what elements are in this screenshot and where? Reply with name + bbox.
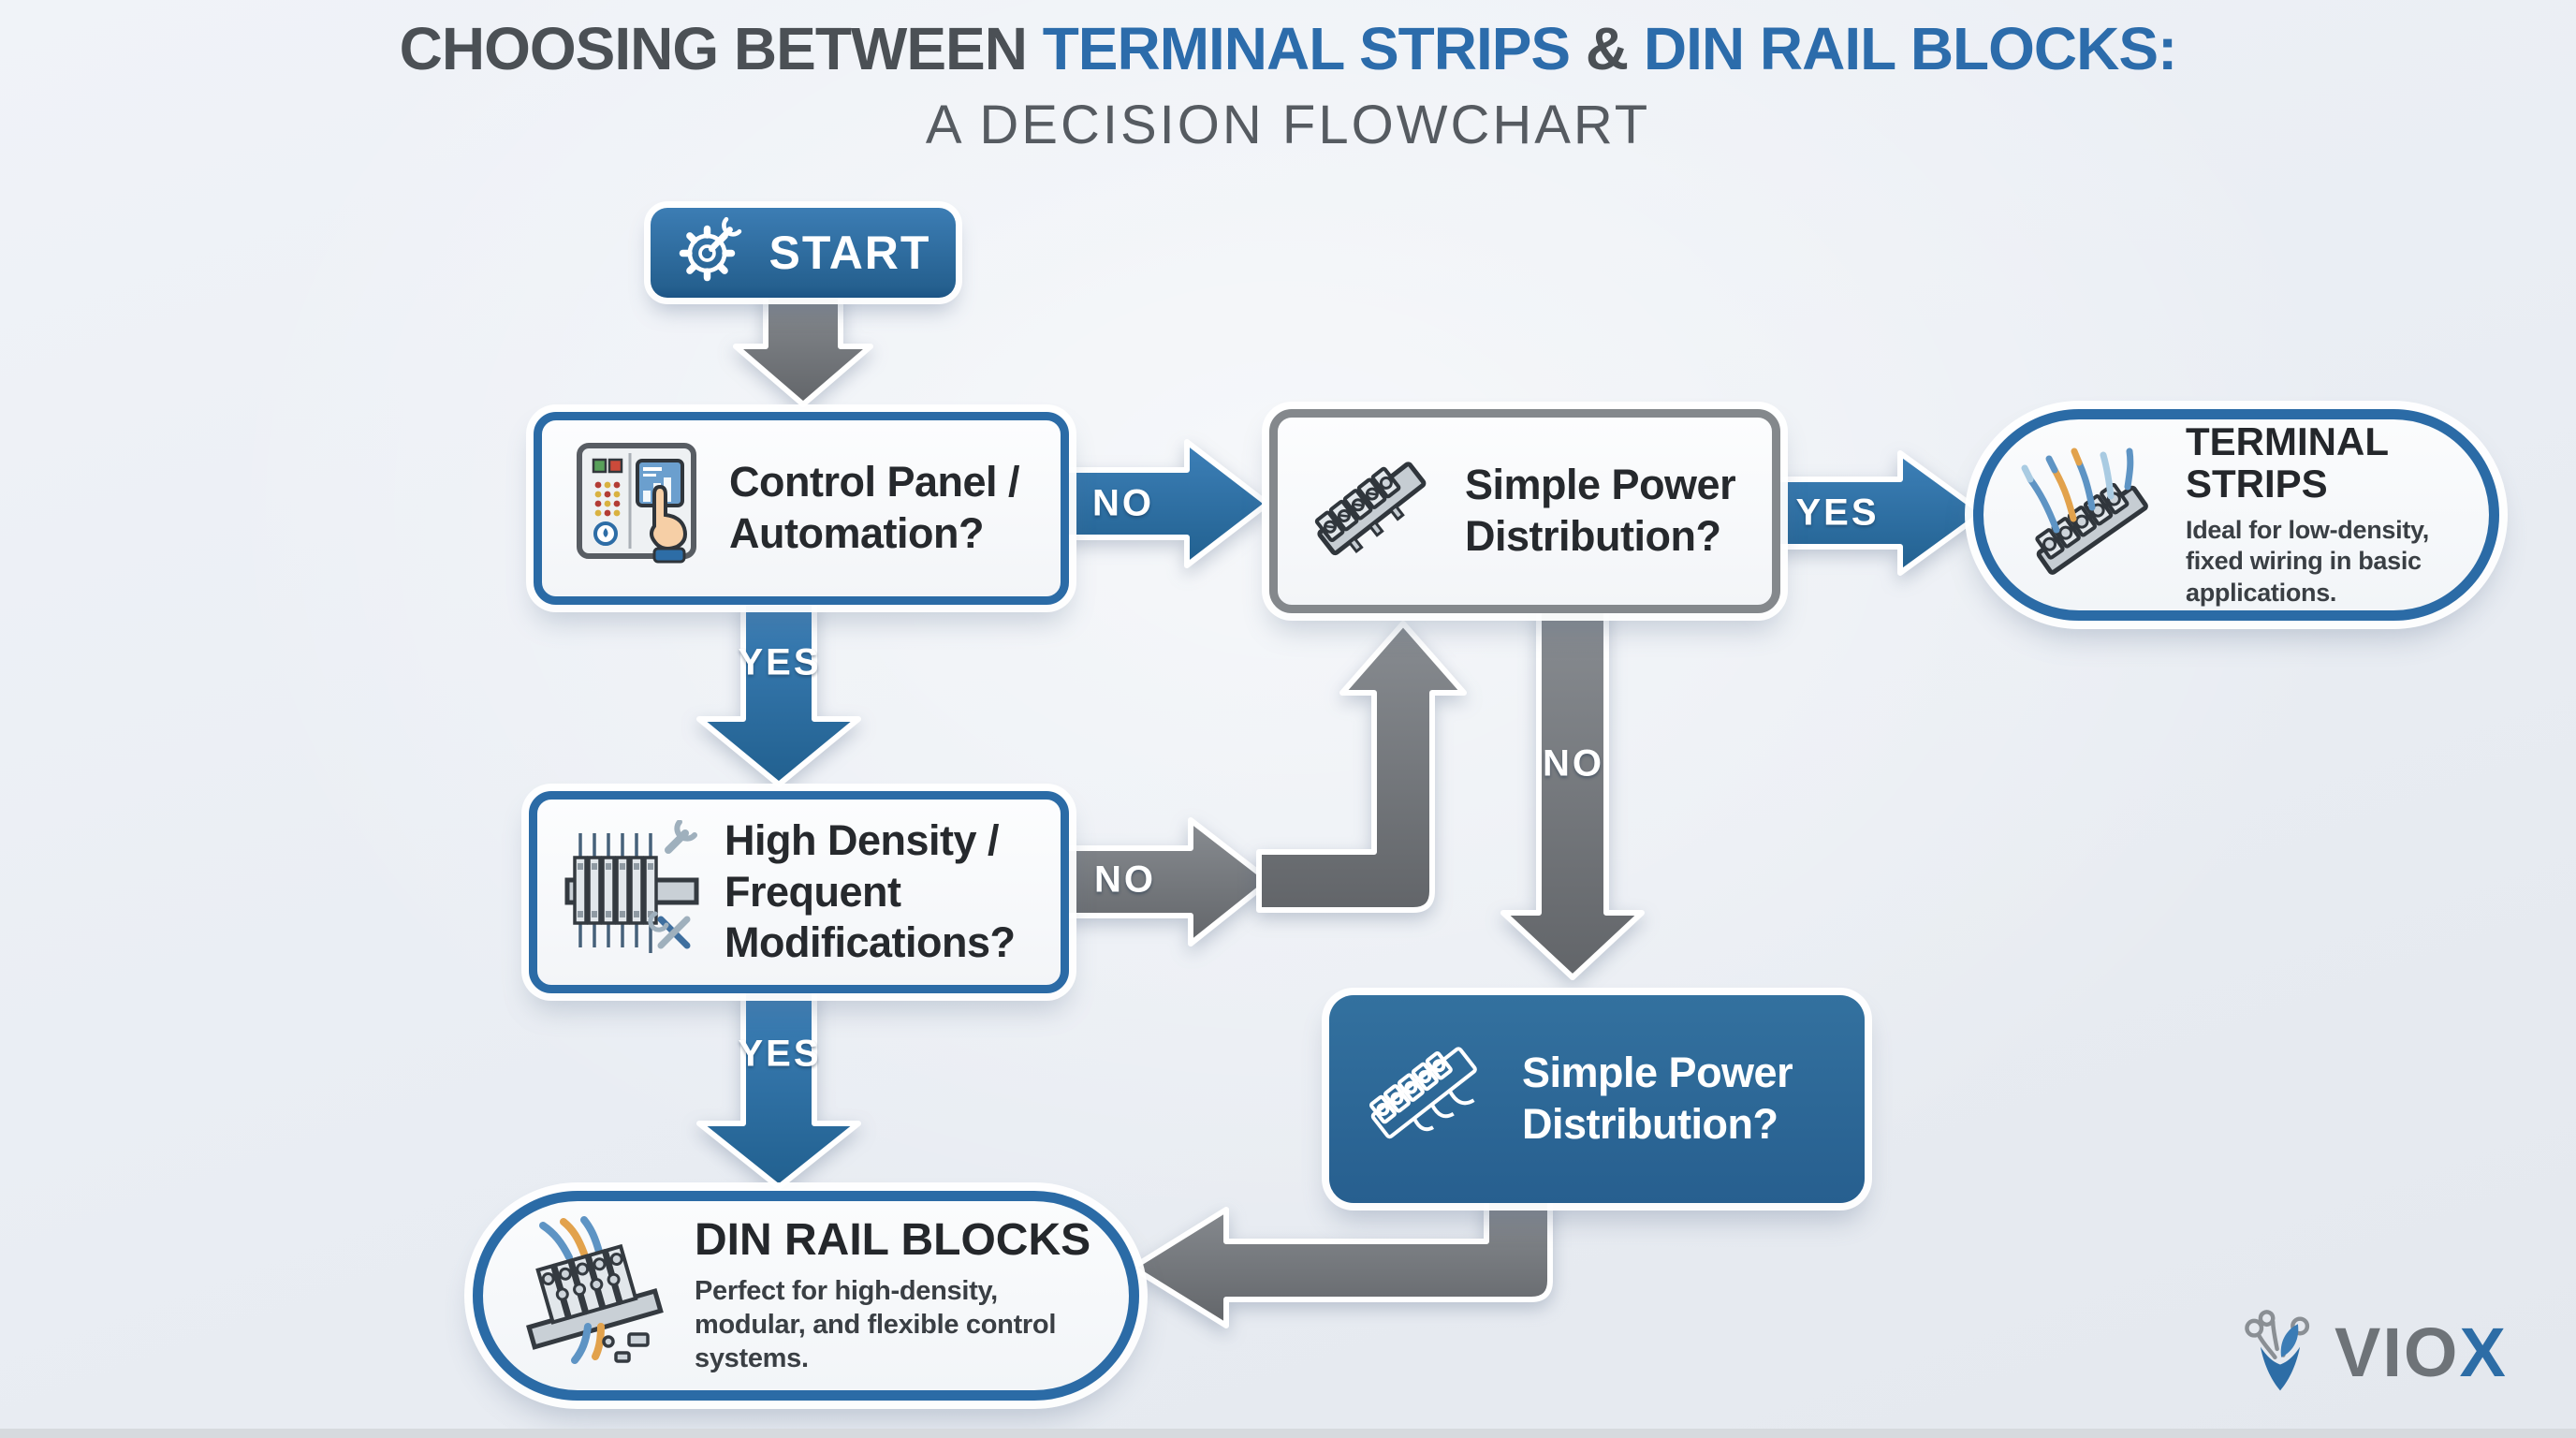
din-rail-wrench-icon xyxy=(562,818,702,965)
decision-simple-power: Simple Power Distribution? xyxy=(1269,409,1780,613)
page-subtitle: A DECISION FLOWCHART xyxy=(925,95,1651,155)
result-terminal-strips: TERMINAL STRIPS Ideal for low-density, f… xyxy=(1973,409,2499,621)
din-rail-blocks-icon xyxy=(515,1214,674,1378)
result-desc: Ideal for low-density, fixed wiring in b… xyxy=(2186,515,2429,608)
decision-label: Simple Power Distribution? xyxy=(1465,461,1736,560)
arrow-no-control-to-simplepower xyxy=(1059,439,1270,568)
terminal-strip-icon xyxy=(1302,439,1442,584)
terminal-strips-wires-icon xyxy=(2015,438,2165,593)
control-panel-icon xyxy=(566,436,707,581)
viox-logo: VIOX xyxy=(2233,1303,2508,1401)
decision-label: Control Panel / Automation? xyxy=(729,458,1020,557)
arrow-yes-simplepower-to-terminalstrips xyxy=(1772,450,1985,576)
viox-logo-icon xyxy=(2233,1303,2327,1401)
decision-label: High Density / Frequent Modifications? xyxy=(724,815,1016,967)
result-title: TERMINAL STRIPS xyxy=(2186,419,2389,506)
logo-text-blue: X xyxy=(2459,1313,2508,1391)
start-label: START xyxy=(768,227,931,279)
arrow-yes-control-to-highdensity xyxy=(696,598,861,787)
title-segment: CHOOSING BETWEEN xyxy=(399,15,1043,82)
decision-control-panel: Control Panel / Automation? xyxy=(534,412,1069,605)
arrow-start-down xyxy=(733,287,873,407)
page-title: CHOOSING BETWEEN TERMINAL STRIPS & DIN R… xyxy=(0,19,2576,79)
logo-text-gray: VIO xyxy=(2334,1313,2460,1391)
title-segment: & xyxy=(1570,15,1644,82)
arrow-no-simplepower-down xyxy=(1500,606,1645,980)
arrow-bluebox-to-dinrail xyxy=(1130,1197,1553,1328)
decision-simple-power-blue: Simple Power Distribution? xyxy=(1329,995,1865,1203)
title-segment: DIN RAIL BLOCKS: xyxy=(1643,15,2177,82)
terminal-strip-outline-icon xyxy=(1357,1027,1498,1172)
result-desc: Perfect for high-density, modular, and f… xyxy=(695,1275,1057,1374)
arrow-connector-up-to-simplepower xyxy=(1256,621,1467,913)
result-title: DIN RAIL BLOCKS xyxy=(695,1214,1091,1265)
gear-wrench-icon xyxy=(676,210,751,296)
result-din-rail-blocks: DIN RAIL BLOCKS Perfect for high-density… xyxy=(473,1191,1139,1401)
title-segment: TERMINAL STRIPS xyxy=(1042,15,1571,82)
decision-label: Simple Power Distribution? xyxy=(1522,1049,1793,1148)
arrow-no-highdensity-right xyxy=(1059,817,1272,946)
start-node: START xyxy=(651,208,956,298)
arrow-yes-highdensity-to-dinrail xyxy=(696,988,861,1190)
bottom-strip xyxy=(0,1429,2576,1438)
decision-high-density: High Density / Frequent Modifications? xyxy=(529,791,1069,993)
